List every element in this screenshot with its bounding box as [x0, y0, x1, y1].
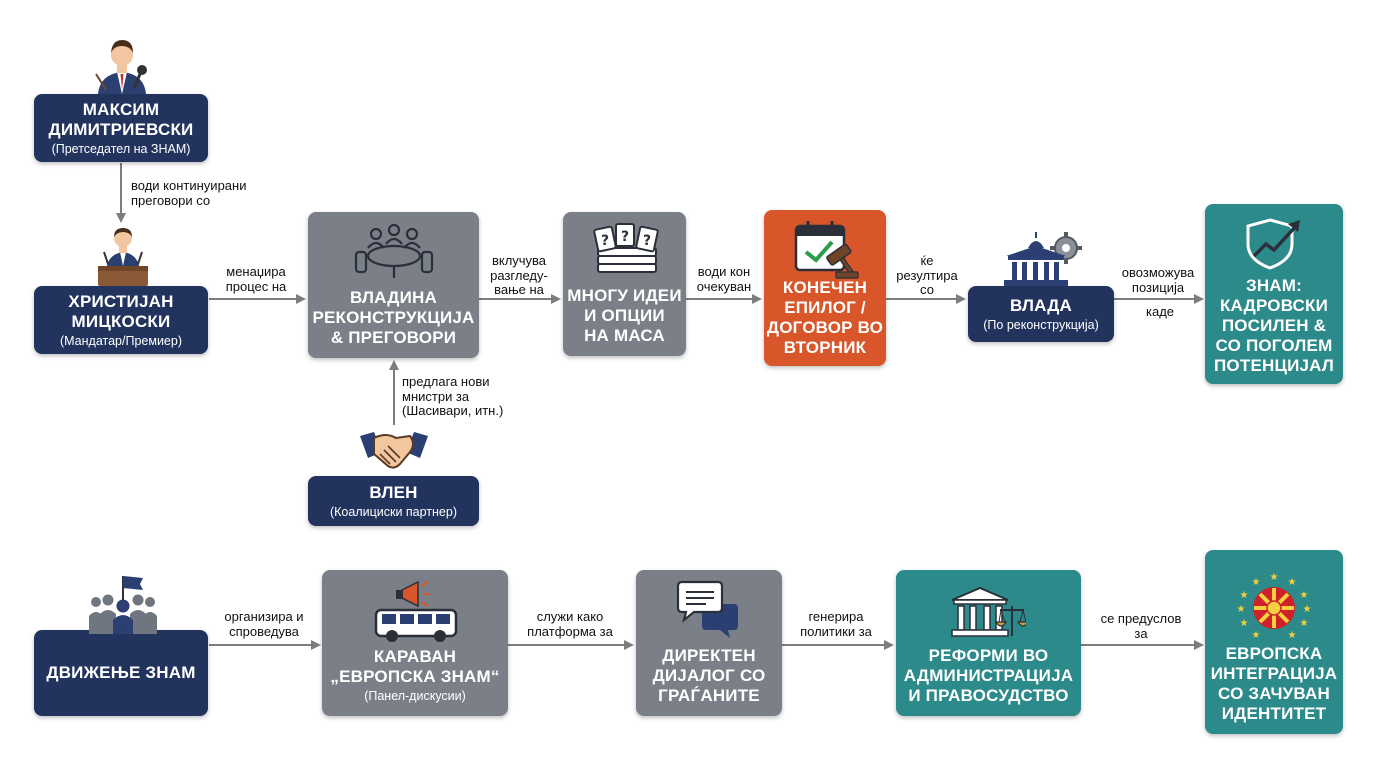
- svg-text:★: ★: [1288, 577, 1297, 588]
- node-vlada: ВЛАДА (По реконструкција): [968, 286, 1114, 342]
- edge-label-where: каде: [1145, 304, 1175, 319]
- svg-text:★: ★: [1252, 577, 1261, 588]
- svg-text:★: ★: [1240, 590, 1249, 601]
- eu-stars-sun-icon: ★ ★ ★ ★ ★ ★ ★ ★ ★ ★ ★: [1237, 572, 1312, 641]
- bus-megaphone-icon: [374, 580, 458, 642]
- svg-text:★: ★: [1237, 604, 1246, 615]
- calendar-gavel-icon: [794, 221, 859, 279]
- meeting-table-icon: [354, 223, 434, 278]
- svg-text:★: ★: [1270, 572, 1279, 583]
- podium-speaker-icon: [98, 228, 148, 286]
- svg-text:?: ?: [621, 229, 629, 245]
- svg-text:★: ★: [1240, 618, 1249, 629]
- crowd-flag-icon: [89, 576, 157, 634]
- question-cards-icon: ???: [593, 223, 659, 273]
- handshake-icon: [360, 432, 428, 469]
- svg-text:?: ?: [601, 233, 609, 249]
- speech-bubbles-icon: [676, 580, 738, 638]
- node-vlen: ВЛЕН (Коалициски партнер): [308, 476, 479, 526]
- svg-text:★: ★: [1300, 590, 1309, 601]
- government-building-gear-icon: [1004, 232, 1082, 286]
- svg-text:?: ?: [643, 233, 651, 249]
- node-dvizhenje-znam: ДВИЖЕЊЕ ЗНАМ: [34, 630, 208, 716]
- shield-growth-icon: [1246, 218, 1300, 270]
- svg-text:★: ★: [1252, 630, 1261, 641]
- courthouse-scales-icon: [951, 586, 1026, 637]
- speaker-with-microphone-icon: [95, 40, 147, 94]
- svg-text:★: ★: [1300, 618, 1309, 629]
- svg-text:★: ★: [1288, 630, 1297, 641]
- svg-text:★: ★: [1303, 604, 1312, 615]
